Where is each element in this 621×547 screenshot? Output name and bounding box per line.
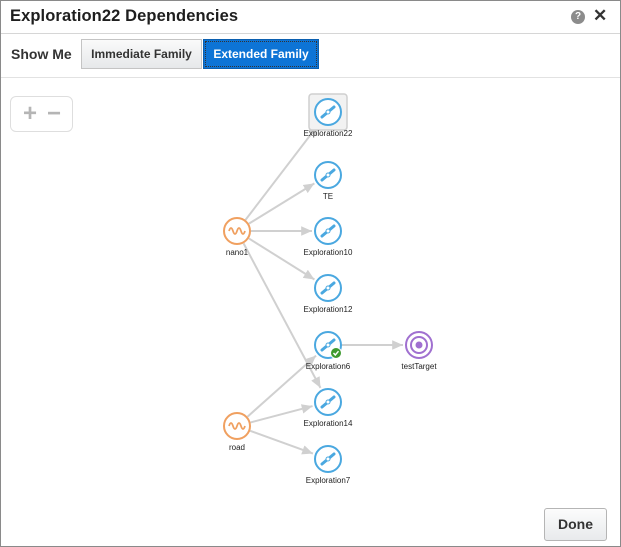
- graph-node-label: Exploration22: [304, 129, 353, 138]
- graph-node-label: TE: [323, 192, 333, 201]
- graph-edge: [246, 354, 317, 418]
- graph-edge: [248, 182, 315, 225]
- compass-icon: [320, 105, 336, 119]
- graph-node-exp22[interactable]: Exploration22: [304, 93, 353, 138]
- compass-icon: [320, 395, 336, 409]
- dialog-titlebar: Exploration22 Dependencies ? ✕: [1, 1, 620, 34]
- show-me-toolbar: Show Me Immediate Family Extended Family: [1, 34, 620, 78]
- compass-icon: [320, 281, 336, 295]
- graph-node-label: Exploration10: [304, 248, 353, 257]
- zoom-control: + −: [10, 96, 73, 132]
- graph-node-label: Exploration7: [306, 476, 351, 485]
- graph-node-exp7[interactable]: Exploration7: [306, 445, 351, 485]
- dialog-title: Exploration22 Dependencies: [10, 7, 239, 25]
- graph-node-nano1[interactable]: nano1: [223, 217, 251, 257]
- close-icon[interactable]: ✕: [593, 6, 608, 25]
- show-me-label: Show Me: [11, 46, 72, 62]
- check-badge-icon: [330, 347, 342, 359]
- done-button[interactable]: Done: [544, 508, 607, 541]
- immediate-family-button[interactable]: Immediate Family: [81, 39, 202, 69]
- graph-edge: [249, 429, 314, 455]
- graph-node-label: Exploration12: [304, 305, 353, 314]
- dependency-graph-canvas[interactable]: [1, 78, 620, 497]
- graph-node-label: road: [229, 443, 245, 452]
- wave-icon: [228, 422, 246, 430]
- compass-icon: [320, 224, 336, 238]
- compass-icon: [320, 168, 336, 182]
- graph-node-road[interactable]: road: [223, 412, 251, 452]
- graph-node-te[interactable]: TE: [314, 161, 342, 201]
- graph-node-testTarget[interactable]: testTarget: [401, 331, 437, 371]
- target-icon: [410, 336, 428, 354]
- graph-edge: [248, 237, 315, 281]
- help-icon[interactable]: ?: [571, 10, 585, 24]
- zoom-in-icon[interactable]: +: [22, 100, 37, 127]
- graph-node-exp10[interactable]: Exploration10: [304, 217, 353, 257]
- graph-node-exp14[interactable]: Exploration14: [304, 388, 353, 428]
- wave-icon: [228, 227, 246, 235]
- graph-node-label: Exploration6: [306, 362, 351, 371]
- dialog-footer: [1, 497, 620, 546]
- compass-icon: [320, 338, 336, 352]
- graph-edge: [250, 404, 313, 424]
- graph-node-label: nano1: [226, 248, 249, 257]
- extended-family-button[interactable]: Extended Family: [203, 39, 319, 69]
- graph-edge: [244, 124, 320, 221]
- graph-node-label: Exploration14: [304, 419, 353, 428]
- graph-node-label: testTarget: [401, 362, 437, 371]
- zoom-out-icon[interactable]: −: [46, 100, 61, 127]
- graph-node-exp6[interactable]: Exploration6: [306, 331, 351, 371]
- graph-node-exp12[interactable]: Exploration12: [304, 274, 353, 314]
- compass-icon: [320, 452, 336, 466]
